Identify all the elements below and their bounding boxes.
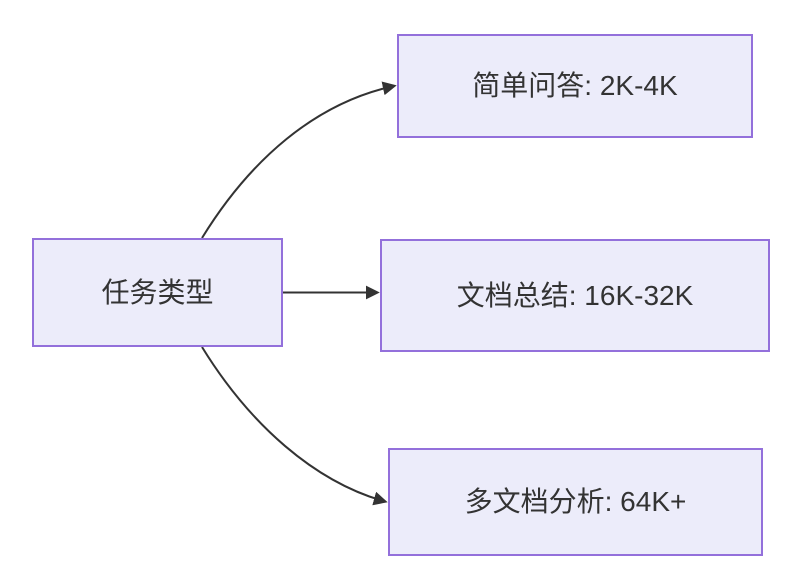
node-multi-doc-analysis-label: 多文档分析: 64K+ [464, 486, 687, 518]
node-multi-doc-analysis: 多文档分析: 64K+ [388, 448, 763, 556]
node-task-type-label: 任务类型 [101, 276, 214, 308]
edge-root-to-multi-doc [201, 346, 388, 506]
node-doc-summary-label: 文档总结: 16K-32K [456, 279, 694, 311]
node-simple-qa: 简单问答: 2K-4K [397, 34, 753, 138]
node-task-type: 任务类型 [32, 238, 283, 347]
node-doc-summary: 文档总结: 16K-32K [380, 239, 770, 352]
node-simple-qa-label: 简单问答: 2K-4K [472, 70, 678, 102]
edge-root-to-simple-qa [201, 81, 397, 239]
